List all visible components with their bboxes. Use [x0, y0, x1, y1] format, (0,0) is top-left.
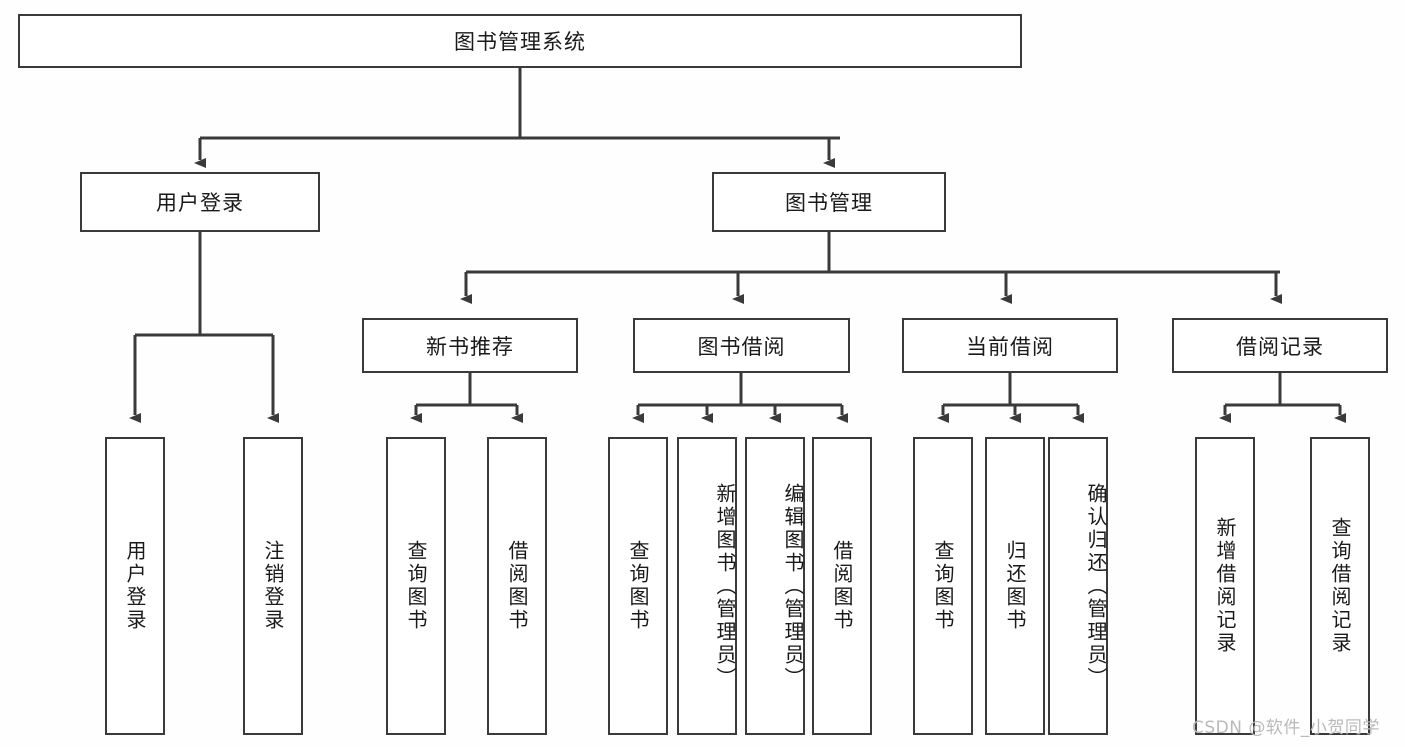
node-current-borrow[interactable]: 当前借阅 [902, 318, 1118, 373]
edge-borrowrecord-to-bus [1225, 373, 1340, 407]
node-book-borrow-label: 图书借阅 [697, 334, 786, 359]
leaf-user-login[interactable]: 用户登录 [105, 437, 165, 735]
node-new-book-rec-label: 新书推荐 [426, 334, 514, 359]
leaf-query-book-3[interactable]: 查询图书 [913, 437, 973, 735]
node-user-login[interactable]: 用户登录 [80, 172, 320, 232]
leaf-user-logout-label: 注销登录 [261, 540, 285, 632]
edge-bus-to-currentborrow-leaves [937, 405, 1084, 423]
leaf-query-book-1[interactable]: 查询图书 [386, 437, 446, 735]
leaf-confirm-return-label: 确认归还（管理员） [1084, 482, 1108, 690]
node-root-label: 图书管理系统 [454, 30, 586, 54]
leaf-borrow-book-1-label: 借阅图书 [505, 540, 529, 632]
leaf-confirm-return[interactable]: 确认归还（管理员） [1048, 437, 1108, 735]
leaf-query-record[interactable]: 查询借阅记录 [1310, 437, 1370, 735]
edge-bus-to-bookborrow-leaves [632, 405, 848, 423]
edge-currentborrow-to-bus [943, 373, 1078, 407]
edge-newbookrec-to-bus [416, 373, 517, 407]
node-book-manage-label: 图书管理 [785, 191, 873, 215]
leaf-query-book-1-label: 查询图书 [404, 540, 428, 632]
node-book-borrow[interactable]: 图书借阅 [633, 318, 850, 373]
leaf-add-book-label: 新增图书（管理员） [713, 482, 737, 690]
node-book-manage[interactable]: 图书管理 [712, 172, 946, 232]
node-user-login-label: 用户登录 [156, 191, 244, 215]
edge-bus-to-level3 [460, 272, 1282, 304]
edge-bus-to-borrowrecord-leaves [1219, 405, 1346, 423]
edge-bus-to-newbookrec-leaves [410, 405, 523, 423]
leaf-borrow-book-1[interactable]: 借阅图书 [487, 437, 547, 735]
edge-bus-to-userlogin-leaves [129, 335, 279, 423]
edge-bus-to-level2 [194, 138, 835, 168]
leaf-edit-book[interactable]: 编辑图书（管理员） [745, 437, 805, 735]
leaf-return-book-label: 归还图书 [1003, 540, 1027, 632]
node-current-borrow-label: 当前借阅 [966, 334, 1054, 359]
leaf-user-logout[interactable]: 注销登录 [243, 437, 303, 735]
leaf-borrow-book-2[interactable]: 借阅图书 [812, 437, 872, 735]
leaf-query-book-2-label: 查询图书 [626, 540, 650, 632]
node-borrow-record[interactable]: 借阅记录 [1172, 318, 1388, 373]
edge-userlogin-to-bus [135, 232, 273, 337]
edge-root-to-bus [200, 68, 840, 140]
leaf-add-record-label: 新增借阅记录 [1213, 517, 1237, 655]
leaf-query-book-2[interactable]: 查询图书 [608, 437, 668, 735]
edge-bookmanage-to-bus [466, 232, 1280, 274]
node-borrow-record-label: 借阅记录 [1236, 334, 1324, 359]
edge-bookborrow-to-bus [638, 373, 842, 407]
leaf-return-book[interactable]: 归还图书 [985, 437, 1045, 735]
node-root[interactable]: 图书管理系统 [18, 14, 1022, 68]
node-new-book-rec[interactable]: 新书推荐 [362, 318, 578, 373]
leaf-query-book-3-label: 查询图书 [931, 540, 955, 632]
leaf-borrow-book-2-label: 借阅图书 [830, 540, 854, 632]
leaf-user-login-label: 用户登录 [123, 540, 147, 632]
leaf-query-record-label: 查询借阅记录 [1328, 517, 1352, 655]
leaf-edit-book-label: 编辑图书（管理员） [781, 482, 805, 690]
leaf-add-record[interactable]: 新增借阅记录 [1195, 437, 1255, 735]
watermark: CSDN @软件_小贺同学 [1192, 718, 1380, 738]
leaf-add-book[interactable]: 新增图书（管理员） [677, 437, 737, 735]
